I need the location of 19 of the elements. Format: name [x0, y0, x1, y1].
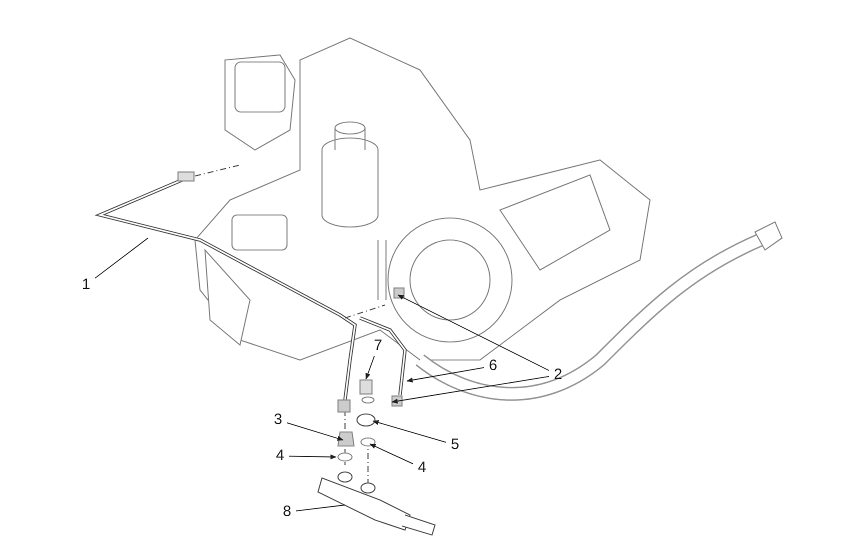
leader-line — [406, 367, 484, 382]
leader-line — [288, 454, 337, 460]
callout-number: 8 — [282, 503, 292, 521]
leader-line — [366, 356, 375, 380]
leader-line — [94, 238, 148, 279]
callout-number: 7 — [372, 337, 384, 355]
leader-line — [391, 376, 550, 404]
callout-number: 4 — [416, 459, 428, 477]
callout-number: 6 — [488, 357, 498, 375]
leader-line — [397, 294, 550, 371]
callout-number: 4 — [274, 447, 286, 465]
leader-line — [286, 422, 344, 441]
callout-number: 5 — [450, 436, 460, 454]
leader-line — [372, 420, 446, 443]
callout-number: 2 — [552, 366, 564, 384]
callout-number: 1 — [80, 276, 92, 294]
callout-number: 3 — [272, 411, 284, 429]
leader-line — [296, 504, 346, 512]
leader-line — [369, 444, 414, 464]
